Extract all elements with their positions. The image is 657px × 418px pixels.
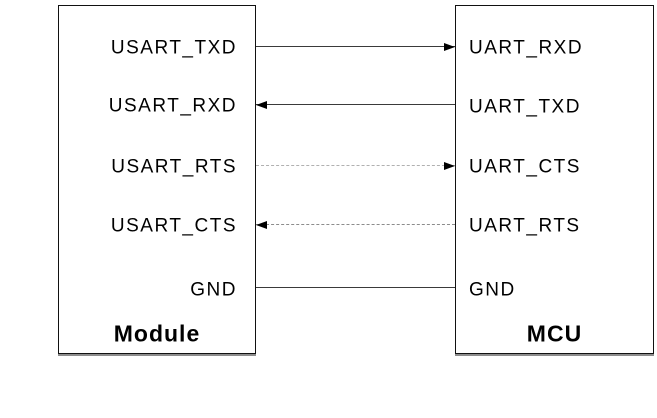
wire-txd-to-rxd: [256, 42, 455, 52]
module-title: Module: [113, 320, 201, 347]
mcu-block: [455, 5, 654, 354]
mcu-pin-uart-rxd: UART_RXD: [469, 37, 584, 59]
wire-line: [256, 46, 455, 47]
module-pin-usart-cts: USART_CTS: [110, 215, 237, 237]
wire-rts-to-cts: [256, 161, 455, 171]
wire-line-dashed: [256, 165, 455, 166]
wire-rts-to-cts-return: [256, 220, 455, 230]
mcu-pin-uart-txd: UART_TXD: [469, 96, 581, 118]
arrowhead-right-icon: [444, 42, 455, 51]
wire-line: [256, 104, 455, 105]
arrowhead-left-icon: [256, 100, 267, 109]
mcu-title: MCU: [526, 320, 583, 347]
arrowhead-left-icon: [256, 220, 267, 229]
module-pin-gnd: GND: [190, 279, 237, 301]
wire-line: [256, 287, 455, 288]
module-pin-usart-rts: USART_RTS: [111, 156, 237, 178]
module-block: [58, 5, 256, 354]
mcu-pin-uart-rts: UART_RTS: [469, 215, 581, 237]
wire-txd-to-rxd-return: [256, 100, 455, 110]
arrowhead-right-icon: [444, 161, 455, 170]
mcu-pin-gnd: GND: [469, 279, 516, 301]
wire-gnd: [256, 283, 455, 293]
module-pin-usart-txd: USART_TXD: [110, 37, 237, 59]
mcu-pin-uart-cts: UART_CTS: [469, 156, 581, 178]
wire-line-dashed: [256, 224, 455, 225]
module-pin-usart-rxd: USART_RXD: [108, 95, 237, 117]
